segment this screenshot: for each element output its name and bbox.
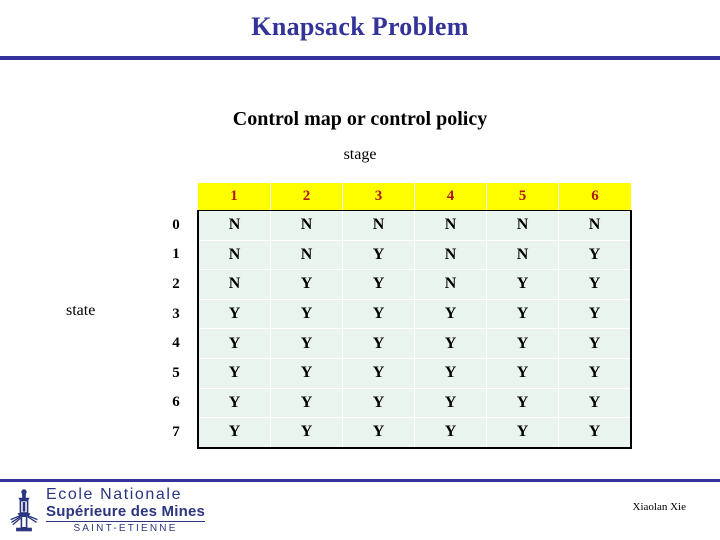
- cell-3-4: Y: [414, 299, 487, 330]
- cell-6-4: Y: [414, 388, 487, 419]
- cell-1-3: Y: [342, 240, 415, 271]
- cell-0-4: N: [414, 210, 487, 241]
- cell-4-3: Y: [342, 328, 415, 359]
- cell-6-1: Y: [197, 388, 271, 419]
- column-header-4: 4: [414, 183, 487, 211]
- logo-line-3: SAINT-ETIENNE: [46, 521, 206, 534]
- cell-1-5: N: [486, 240, 559, 271]
- state-axis-label: state: [66, 302, 96, 319]
- cell-5-2: Y: [270, 358, 343, 389]
- logo-line-2: Supérieure des Mines: [46, 503, 206, 520]
- column-header-1: 1: [198, 183, 271, 211]
- row-label-7: 7: [155, 417, 198, 448]
- cell-3-5: Y: [486, 299, 559, 330]
- row-label-3: 3: [155, 299, 198, 329]
- cell-2-4: N: [414, 269, 487, 300]
- row-label-4: 4: [155, 328, 198, 359]
- cell-1-6: Y: [558, 240, 632, 271]
- cell-7-6: Y: [558, 417, 632, 449]
- cell-3-1: Y: [197, 299, 271, 330]
- cell-4-1: Y: [197, 328, 271, 359]
- cell-0-3: N: [342, 210, 415, 241]
- cell-2-3: Y: [342, 269, 415, 300]
- cell-1-2: N: [270, 240, 343, 271]
- cell-4-4: Y: [414, 328, 487, 359]
- cell-7-3: Y: [342, 417, 415, 449]
- table-corner-cell: [155, 183, 198, 211]
- cell-5-1: Y: [197, 358, 271, 389]
- cell-6-3: Y: [342, 388, 415, 419]
- cell-1-1: N: [197, 240, 271, 271]
- column-header-6: 6: [558, 183, 631, 211]
- cell-3-6: Y: [558, 299, 632, 330]
- institution-logo: Ecole Nationale Supérieure des Mines SAI…: [8, 486, 206, 534]
- cell-5-3: Y: [342, 358, 415, 389]
- cell-2-5: Y: [486, 269, 559, 300]
- cell-7-1: Y: [197, 417, 271, 449]
- cell-5-6: Y: [558, 358, 632, 389]
- row-label-5: 5: [155, 358, 198, 389]
- cell-5-4: Y: [414, 358, 487, 389]
- cell-2-1: N: [197, 269, 271, 300]
- cell-6-2: Y: [270, 388, 343, 419]
- cell-3-3: Y: [342, 299, 415, 330]
- row-label-2: 2: [155, 269, 198, 300]
- logo-line-1: Ecole Nationale: [46, 486, 183, 503]
- cell-6-5: Y: [486, 388, 559, 419]
- cell-5-5: Y: [486, 358, 559, 389]
- cell-4-2: Y: [270, 328, 343, 359]
- tower-lamp-emblem-icon: [8, 488, 40, 534]
- cell-0-5: N: [486, 210, 559, 241]
- row-label-6: 6: [155, 388, 198, 418]
- cell-4-6: Y: [558, 328, 632, 359]
- cell-6-6: Y: [558, 388, 632, 419]
- column-header-3: 3: [342, 183, 415, 211]
- row-label-1: 1: [155, 240, 198, 270]
- cell-2-2: Y: [270, 269, 343, 300]
- title-divider: [0, 56, 720, 60]
- author-name: Xiaolan Xie: [632, 501, 686, 513]
- cell-4-5: Y: [486, 328, 559, 359]
- stage-axis-label: stage: [343, 146, 377, 163]
- cell-7-2: Y: [270, 417, 343, 449]
- cell-7-4: Y: [414, 417, 487, 449]
- cell-3-2: Y: [270, 299, 343, 330]
- footer-divider: [0, 479, 720, 482]
- cell-0-2: N: [270, 210, 343, 241]
- cell-1-4: N: [414, 240, 487, 271]
- institution-logo-text: Ecole Nationale Supérieure des Mines SAI…: [46, 486, 206, 534]
- cell-0-6: N: [558, 210, 632, 241]
- section-heading: Control map or control policy: [232, 108, 488, 130]
- cell-0-1: N: [197, 210, 271, 241]
- column-header-5: 5: [486, 183, 559, 211]
- cell-2-6: Y: [558, 269, 632, 300]
- page-title: Knapsack Problem: [251, 12, 469, 41]
- row-label-0: 0: [155, 210, 198, 241]
- column-header-2: 2: [270, 183, 343, 211]
- cell-7-5: Y: [486, 417, 559, 449]
